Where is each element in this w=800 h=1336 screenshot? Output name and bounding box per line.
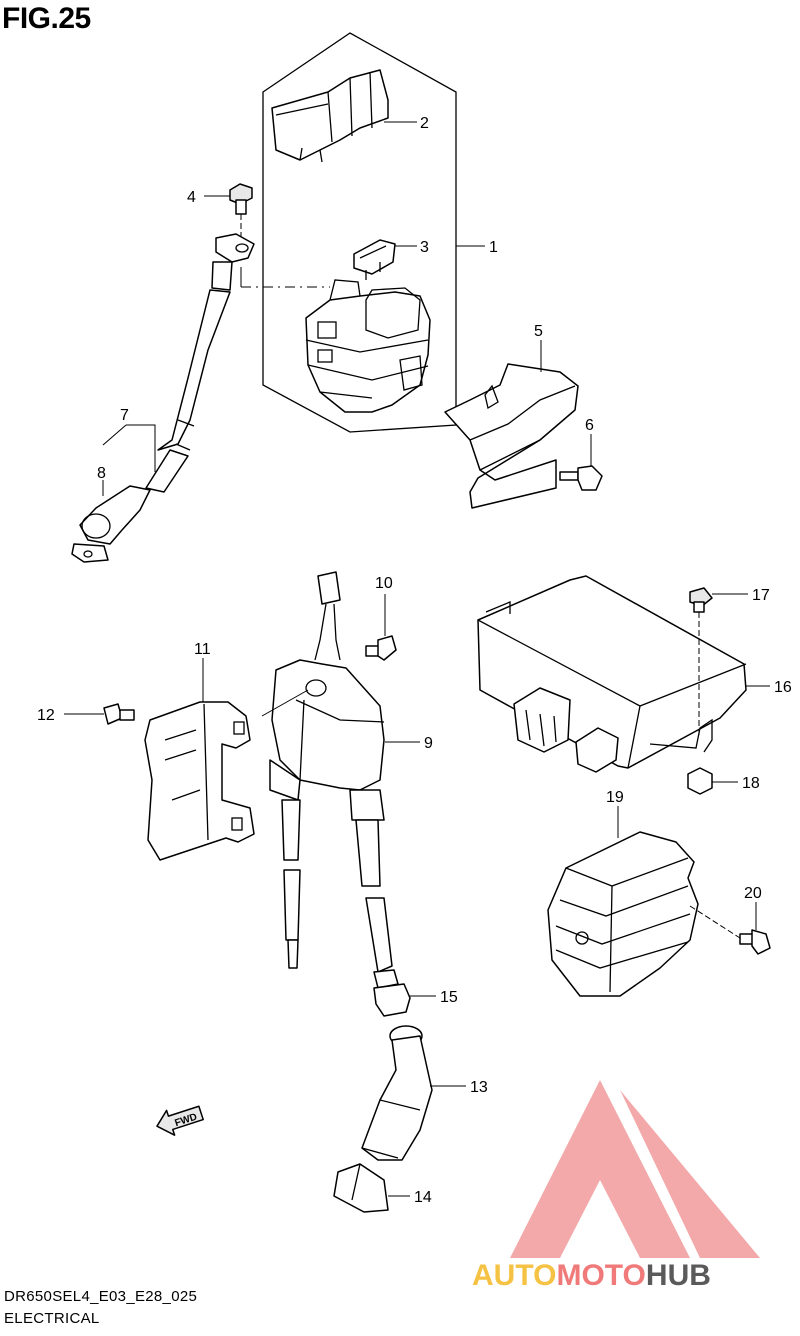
callout-16: 16 <box>774 679 792 696</box>
watermark-hub: HUB <box>646 1259 711 1292</box>
part-19-regulator-rectifier <box>547 831 699 997</box>
figure-title: FIG.25 <box>2 2 91 35</box>
part-15-plug-cap <box>373 969 411 1017</box>
callout-19: 19 <box>606 789 624 806</box>
figure-code: DR650SEL4_E03_E28_025 <box>4 1288 198 1305</box>
part-14-cap <box>333 1163 389 1213</box>
part-3-fuse <box>353 239 396 280</box>
callout-10: 10 <box>375 575 393 592</box>
callout-14: 14 <box>414 1189 432 1206</box>
callout-15: 15 <box>440 989 458 1006</box>
part-10-bolt <box>365 635 397 661</box>
figure-section: ELECTRICAL <box>4 1310 100 1327</box>
part-11-coil-bracket <box>144 701 255 861</box>
callout-4: 4 <box>187 189 196 206</box>
callout-11: 11 <box>194 641 211 658</box>
part-4-bolt <box>229 183 253 215</box>
callout-1: 1 <box>489 239 498 256</box>
part-20-screw <box>739 929 771 955</box>
part-2-relay-cover <box>271 69 389 163</box>
callout-5: 5 <box>534 323 543 340</box>
part-16-cdi-unit <box>477 575 747 773</box>
part-6-screw <box>559 465 603 491</box>
callout-8: 8 <box>97 465 106 482</box>
forward-direction-arrow-icon: FWD <box>156 1105 204 1136</box>
callout-7: 7 <box>120 407 129 424</box>
callout-9: 9 <box>424 735 433 752</box>
part-5-bracket <box>444 363 579 509</box>
callout-6: 6 <box>585 417 594 434</box>
battery-cable-assembly <box>71 233 255 563</box>
watermark-logo-icon <box>510 1080 760 1258</box>
callout-18: 18 <box>742 775 760 792</box>
callout-3: 3 <box>420 239 429 256</box>
callout-13: 13 <box>470 1079 488 1096</box>
part-12-bolt <box>103 703 135 725</box>
watermark-moto: MOTO <box>556 1259 645 1292</box>
starter-relay-body <box>305 279 431 413</box>
callout-17: 17 <box>752 587 770 604</box>
callout-2: 2 <box>420 115 429 132</box>
part-13-spark-plug-boot <box>361 1025 433 1161</box>
part-18-nut <box>687 767 713 795</box>
part-9-ignition-coil <box>269 571 393 973</box>
callout-12: 12 <box>37 707 55 724</box>
part-17-bolt <box>689 587 713 613</box>
watermark-auto: AUTO <box>472 1259 556 1292</box>
callout-20: 20 <box>744 885 762 902</box>
watermark-text: AUTOMOTOHUB <box>472 1259 711 1292</box>
